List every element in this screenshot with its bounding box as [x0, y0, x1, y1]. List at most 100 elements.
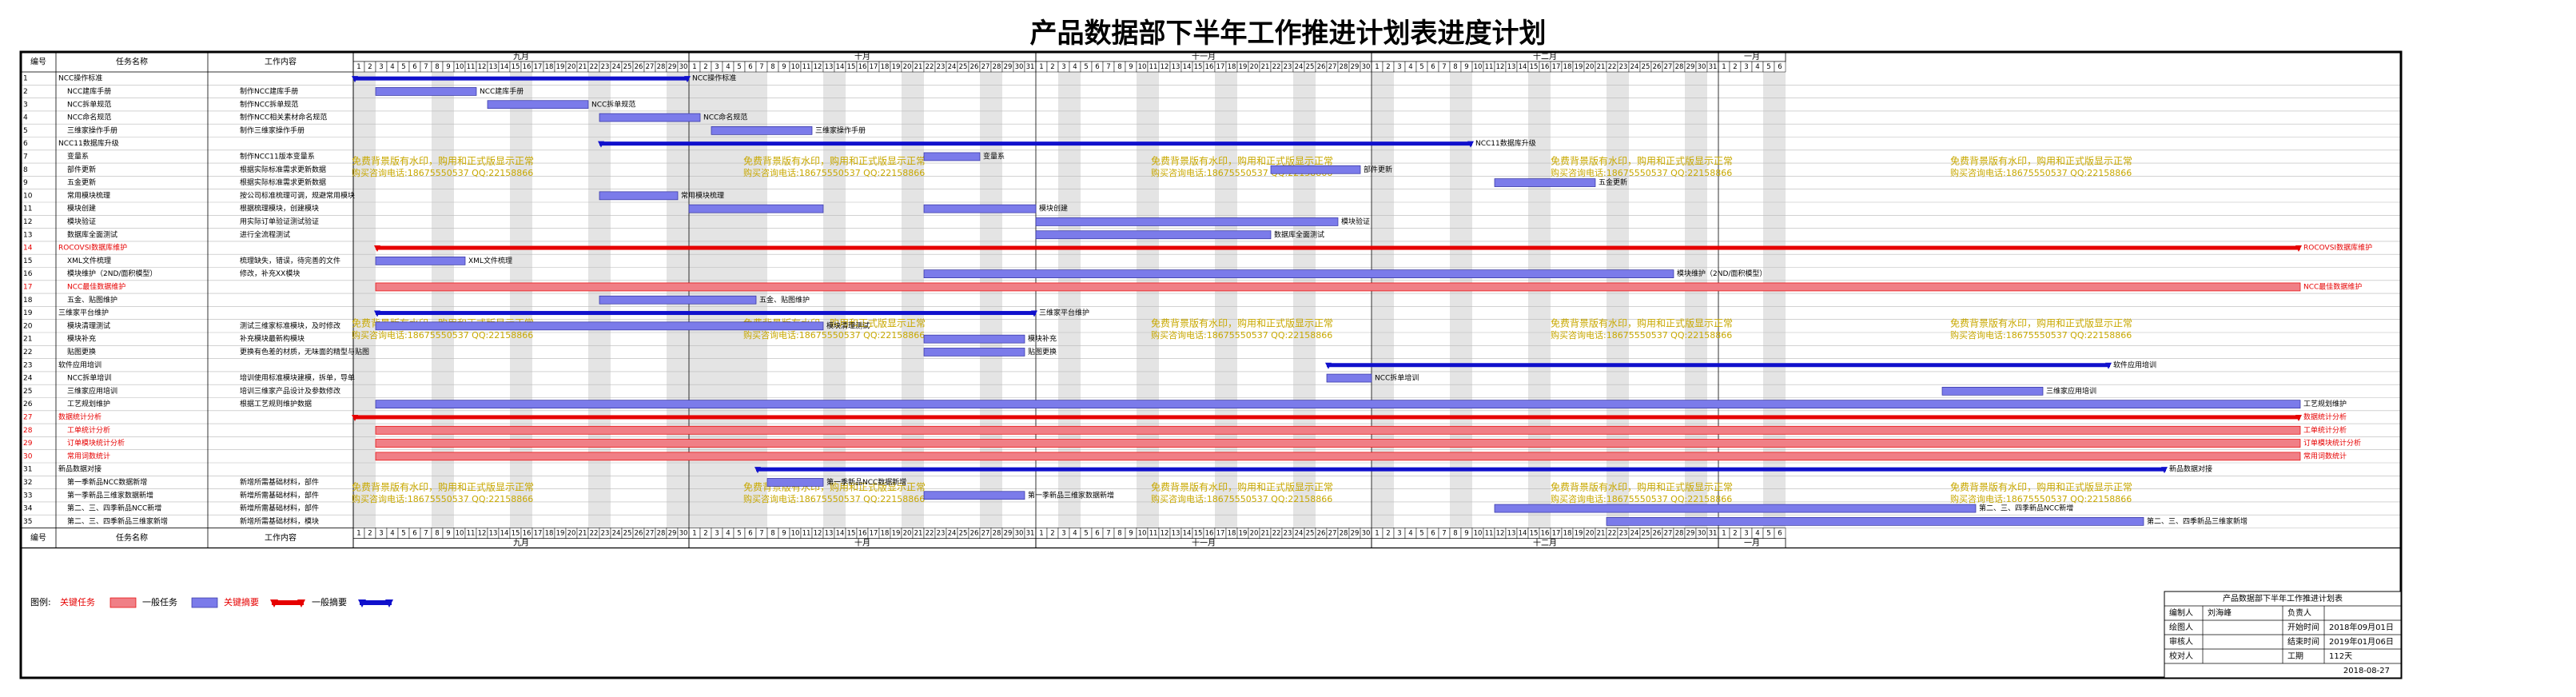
day-tick-label: 29 — [1004, 530, 1013, 538]
day-tick-label: 18 — [1228, 530, 1236, 538]
day-tick-label: 3 — [1061, 63, 1065, 71]
task-bar — [375, 425, 2301, 435]
day-tick-label: 19 — [556, 63, 565, 71]
weekend-shade — [1774, 72, 1786, 528]
weekend-shade — [1069, 72, 1081, 528]
bar-label: NCC11数据库升级 — [1475, 138, 1536, 148]
day-tick-label: 18 — [545, 530, 554, 538]
task-content: 修改，补充XX模块 — [240, 269, 300, 278]
day-tick-label: 4 — [726, 63, 730, 71]
day-tick-label: 10 — [456, 63, 464, 71]
day-tick-label: 20 — [1250, 530, 1259, 538]
task-bar — [599, 295, 757, 305]
day-tick-label: 30 — [1362, 63, 1371, 71]
row-number: 27 — [23, 413, 32, 421]
task-content: 制作NCC相关素材命名规范 — [240, 113, 327, 122]
day-tick-label: 26 — [970, 63, 979, 71]
task-bar — [375, 282, 2301, 292]
task-name: 工艺规划维护 — [67, 399, 110, 408]
day-tick-label: 5 — [1084, 63, 1088, 71]
header-left — [20, 528, 354, 548]
day-tick-label: 7 — [1106, 530, 1110, 538]
day-tick-label: 18 — [1563, 530, 1572, 538]
day-tick-label: 10 — [791, 530, 800, 538]
bar-label: 工单统计分析 — [2303, 425, 2347, 435]
day-tick-label: 10 — [1474, 63, 1483, 71]
day-tick-label: 5 — [737, 530, 741, 538]
day-tick-label: 9 — [1464, 530, 1468, 538]
day-tick-label: 16 — [1541, 530, 1550, 538]
bar-label: 五金更新 — [1599, 177, 1627, 187]
info-label: 开始时间 — [2287, 622, 2319, 632]
day-tick-label: 25 — [959, 530, 968, 538]
row-number: 14 — [23, 245, 33, 253]
day-tick-label: 21 — [1597, 63, 1606, 71]
weekend-shade — [510, 72, 521, 528]
day-tick-label: 28 — [1340, 530, 1348, 538]
task-name: NCC拆单规范 — [67, 99, 111, 109]
day-tick-label: 24 — [1295, 63, 1304, 71]
month-label: 十二月 — [1533, 51, 1557, 62]
day-tick-label: 1 — [1722, 63, 1726, 71]
day-tick-label: 18 — [1228, 63, 1236, 71]
day-tick-label: 19 — [1239, 63, 1248, 71]
summary-start-marker — [754, 467, 761, 474]
row-number: 16 — [23, 270, 33, 278]
day-tick-label: 15 — [1194, 530, 1203, 538]
task-name: NCC拆单培训 — [67, 373, 111, 383]
day-tick-label: 27 — [646, 63, 655, 71]
row-number: 24 — [23, 375, 33, 383]
day-tick-label: 8 — [435, 530, 439, 538]
watermark-text: 购买咨询电话:18675550537 QQ:22158866 — [1551, 329, 1732, 341]
watermark-text: 免费背景版有水印，购用和正式版显示正常 — [1950, 155, 2132, 167]
day-tick-label: 6 — [1778, 63, 1782, 71]
day-tick-label: 7 — [424, 63, 428, 71]
task-bar — [375, 87, 477, 96]
task-content: 培训使用标准模块建模，拆单，导单 — [240, 373, 355, 383]
day-tick-label: 12 — [1161, 63, 1169, 71]
info-date: 2018-08-27 — [2343, 667, 2390, 675]
bar-label: NCC拆单规范 — [591, 99, 635, 109]
watermark-text: 免费背景版有水印，购用和正式版显示正常 — [352, 155, 534, 167]
day-tick-label: 28 — [993, 530, 1001, 538]
day-tick-label: 8 — [1453, 63, 1457, 71]
day-tick-label: 24 — [612, 63, 621, 71]
summary-bar — [353, 415, 2300, 420]
summary-end-marker — [2105, 362, 2112, 369]
watermark-text: 购买咨询电话:18675550537 QQ:22158866 — [352, 493, 533, 504]
day-tick-label: 20 — [903, 63, 912, 71]
watermark-text: 免费背景版有水印，购用和正式版显示正常 — [1151, 155, 1333, 167]
task-name: 三维家平台维护 — [58, 308, 109, 317]
row-number: 11 — [23, 205, 32, 213]
day-tick-label: 3 — [715, 530, 719, 538]
bar-label: NCC命名规范 — [703, 113, 747, 122]
day-tick-label: 22 — [926, 530, 934, 538]
task-bar — [1035, 230, 1272, 240]
task-name: NCC建库手册 — [67, 86, 111, 96]
task-name: 模块验证 — [67, 217, 96, 226]
task-name: 模块清理测试 — [67, 321, 110, 330]
day-tick-label: 4 — [390, 63, 394, 71]
day-tick-label: 19 — [1575, 530, 1583, 538]
task-name: 贴图更换 — [67, 347, 96, 356]
bar-label: 新品数据对接 — [2169, 464, 2212, 474]
watermark-text: 免费背景版有水印，购用和正式版显示正常 — [352, 481, 534, 493]
day-tick-label: 24 — [1630, 530, 1639, 538]
task-bar — [1494, 504, 1977, 513]
day-tick-label: 2 — [1733, 530, 1737, 538]
day-tick-label: 27 — [1664, 63, 1673, 71]
day-tick-label: 31 — [1709, 530, 1718, 538]
day-tick-label: 20 — [1250, 63, 1259, 71]
bar-label: 第二、三、四季新品三维家新增 — [2147, 516, 2248, 526]
day-tick-label: 27 — [646, 530, 655, 538]
bar-label: 第一季新品三维家数据新增 — [1028, 490, 1114, 500]
watermark-text: 免费背景版有水印，购用和正式版显示正常 — [1551, 317, 1733, 329]
weekend-shade — [1226, 72, 1237, 528]
day-tick-label: 13 — [1507, 530, 1516, 538]
day-tick-label: 29 — [1351, 530, 1360, 538]
row-number: 6 — [23, 140, 28, 148]
bar-label: 常用词数统计 — [2303, 451, 2347, 460]
bar-label: 贴图更换 — [1028, 347, 1057, 356]
day-tick-label: 17 — [870, 63, 878, 71]
day-tick-label: 21 — [1261, 530, 1270, 538]
